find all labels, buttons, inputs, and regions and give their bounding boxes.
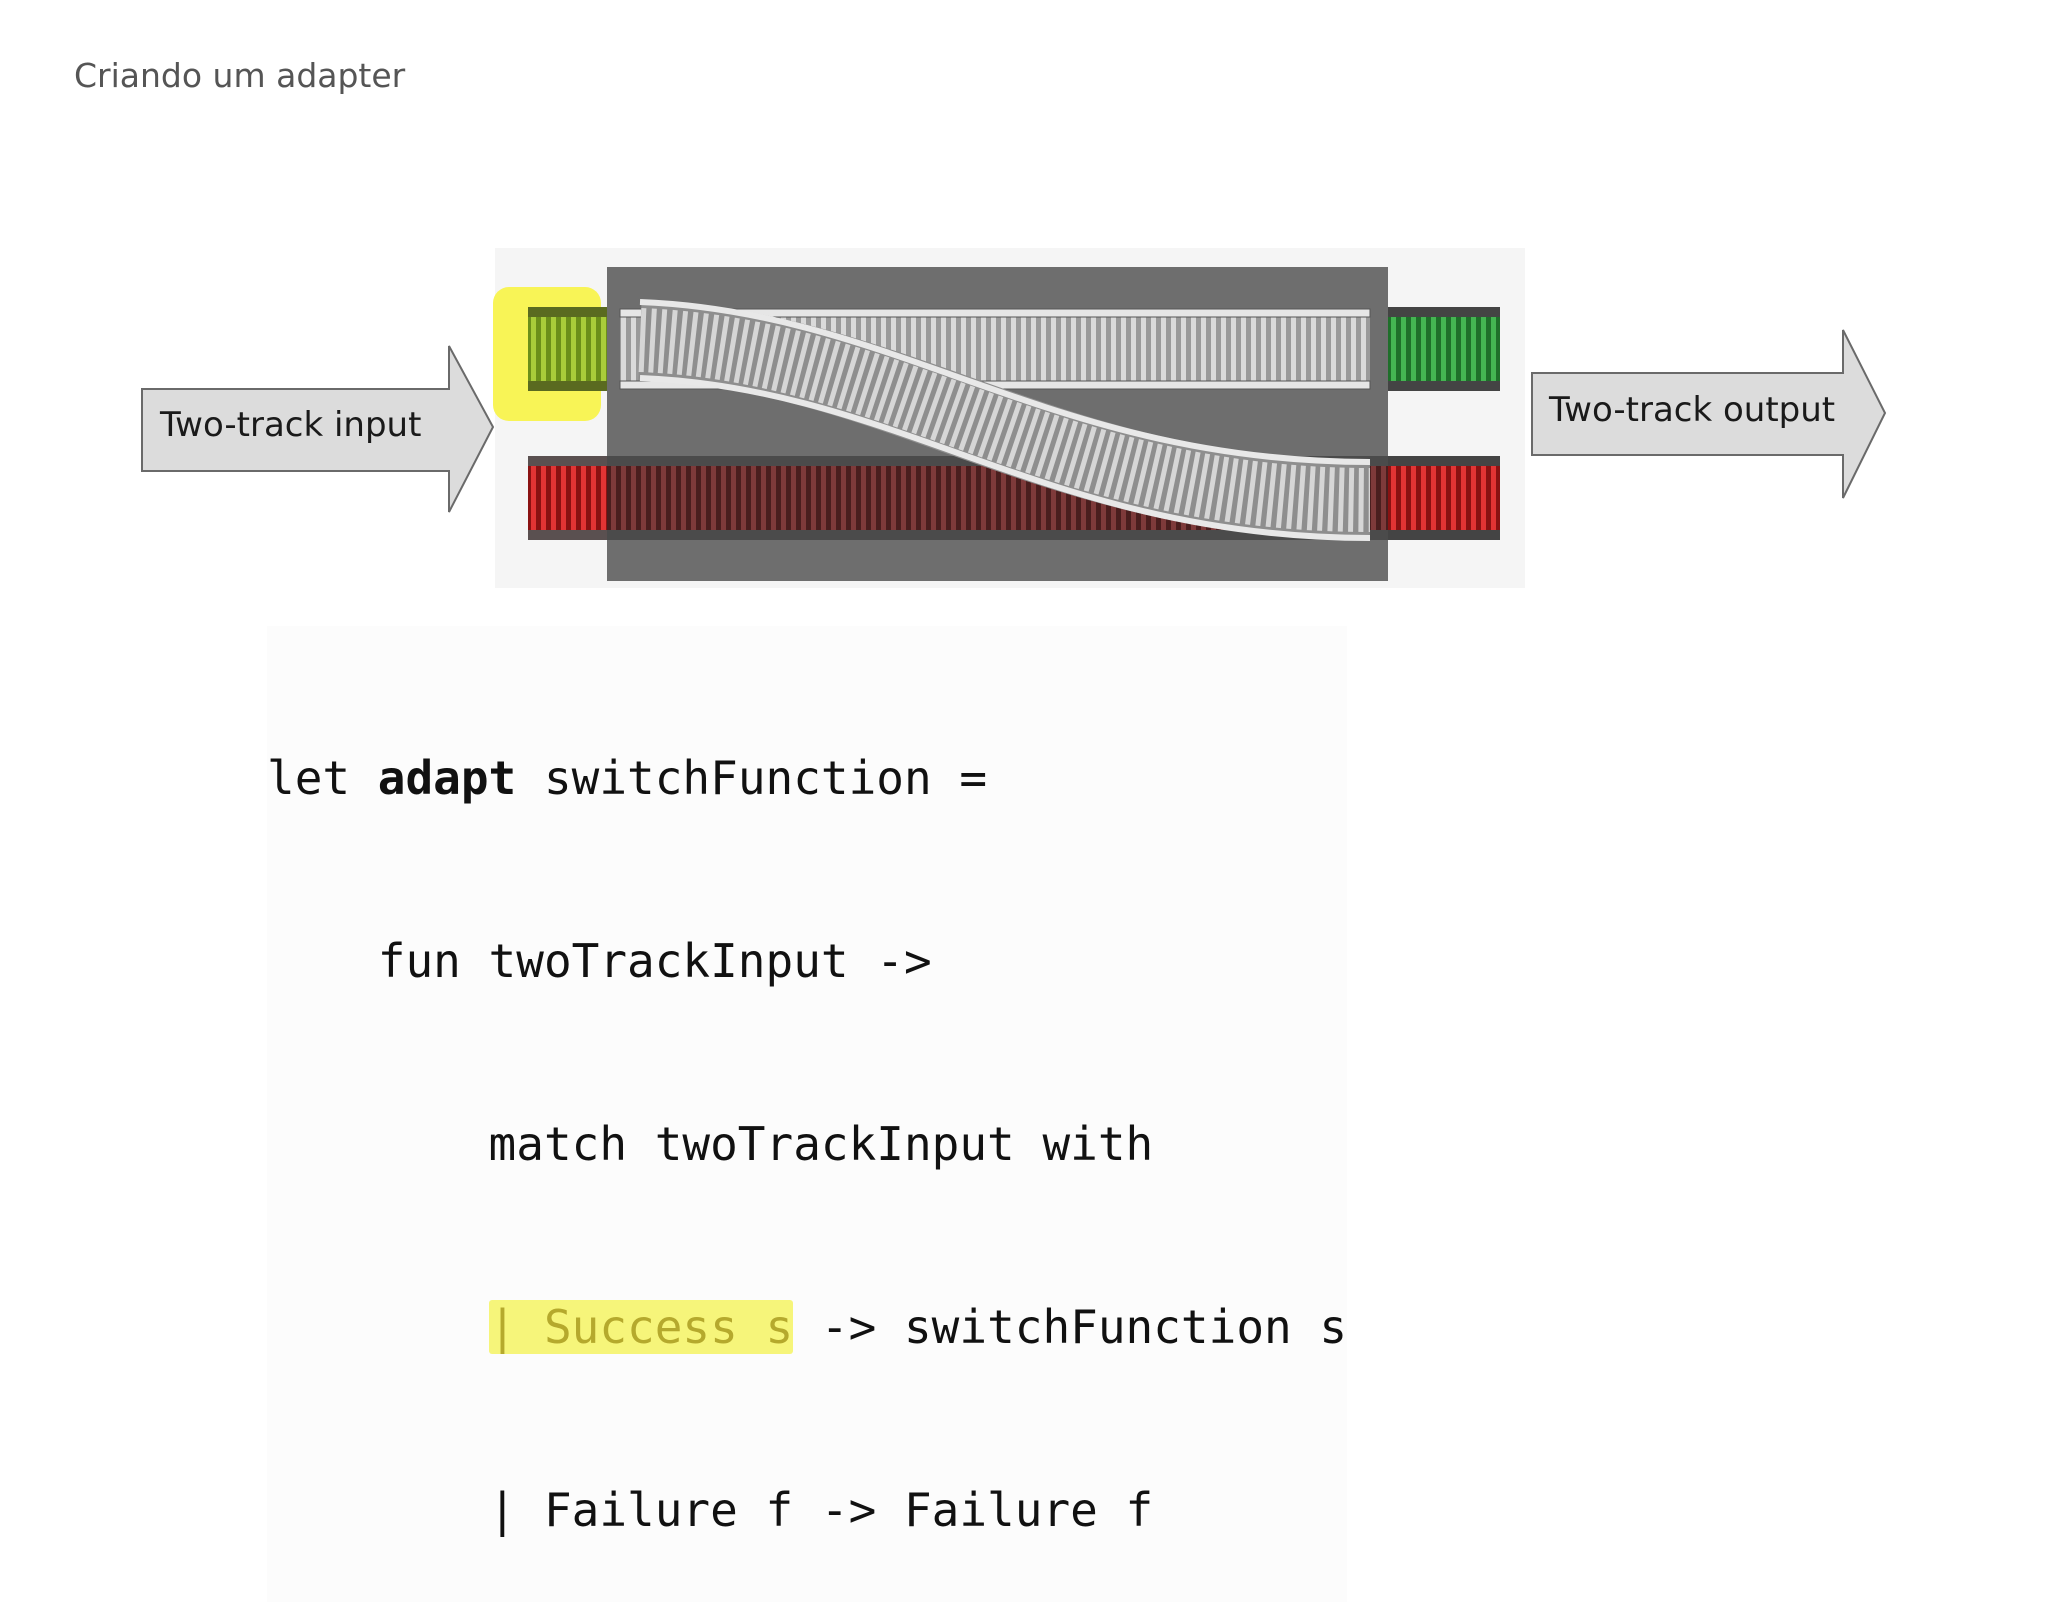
failure-track-output (1388, 456, 1500, 540)
success-track-output (1388, 307, 1500, 391)
input-arrow: Two-track input (141, 345, 495, 513)
success-case-highlight: | Success s (488, 1300, 794, 1354)
function-name: adapt (377, 751, 517, 805)
input-arrow-label: Two-track input (159, 405, 421, 445)
switch-diverging-track (638, 299, 1371, 541)
code-line-3: match twoTrackInput with (267, 1117, 1154, 1171)
code-line-5: | Failure f -> Failure f (267, 1483, 1154, 1537)
code-line-1: let adapt switchFunction = (267, 751, 988, 805)
output-arrow-label: Two-track output (1548, 390, 1835, 430)
code-line-4: | Success s -> switchFunction s (488, 1300, 1348, 1354)
railway-adapter-diagram: Two-track input Two-track output (141, 267, 1887, 581)
code-line-2: fun twoTrackInput -> (267, 934, 932, 988)
success-track-input (528, 307, 608, 391)
output-arrow: Two-track output (1531, 329, 1887, 499)
slide-title: Criando um adapter (74, 56, 406, 95)
failure-track-input (528, 456, 608, 540)
code-block: let adapt switchFunction = fun twoTrackI… (267, 626, 1348, 1602)
